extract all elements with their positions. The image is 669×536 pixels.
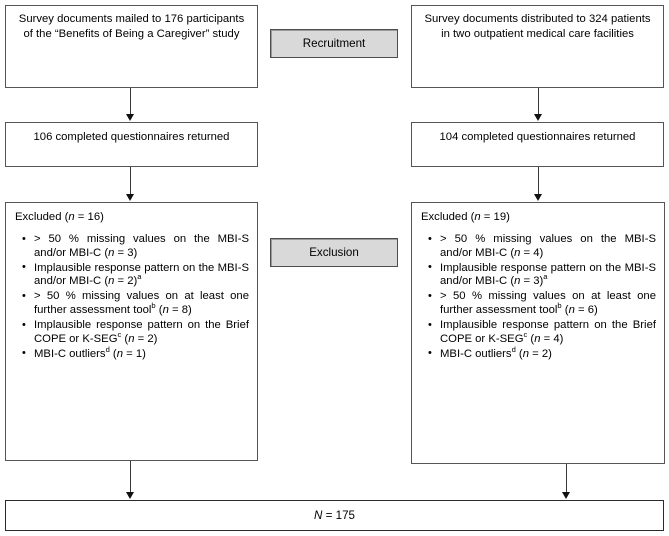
left-exclusion-reason-list: > 50 % missing values on the MBI-S and/o… [14, 232, 249, 362]
right-source-text: Survey documents distributed to 324 pati… [424, 13, 651, 40]
left-returned-text: 106 completed questionnaires returned [33, 131, 230, 143]
right-arrowhead-3 [562, 492, 570, 499]
list-item: > 50 % missing values on at least one fu… [428, 290, 656, 317]
left-excluded-header-n: n [68, 211, 75, 223]
list-item: > 50 % missing values on the MBI-S and/o… [22, 232, 249, 260]
right-excluded-header-prefix: Excluded ( [421, 211, 475, 223]
right-source-box: Survey documents distributed to 324 pati… [411, 5, 664, 88]
final-sample-box: N = 175 [5, 500, 664, 531]
final-sample-value: = 175 [322, 508, 355, 522]
final-sample-text: N = 175 [6, 501, 663, 530]
left-connector-2 [130, 167, 131, 195]
list-item: MBI-C outliersd (n = 2) [428, 346, 656, 362]
list-item: > 50 % missing values on at least one fu… [22, 290, 249, 317]
left-arrowhead-1 [126, 114, 134, 121]
left-arrowhead-3 [126, 492, 134, 499]
stage-label-exclusion-text: Exclusion [309, 245, 359, 259]
right-arrowhead-2 [534, 194, 542, 201]
right-excluded-header: Excluded (n = 19) [412, 203, 664, 224]
left-returned-box: 106 completed questionnaires returned [5, 122, 258, 167]
list-item: Implausible response pattern on the MBI-… [22, 261, 249, 289]
left-excluded-header-prefix: Excluded ( [15, 211, 69, 223]
left-excluded-header-value: = 16) [74, 211, 104, 223]
list-item: MBI-C outliersd (n = 1) [22, 346, 249, 362]
right-excluded-box: Excluded (n = 19) > 50 % missing values … [411, 202, 665, 464]
left-arrowhead-2 [126, 194, 134, 201]
stage-label-exclusion: Exclusion [270, 238, 398, 267]
left-excluded-header: Excluded (n = 16) [6, 203, 257, 224]
right-exclusion-reason-list: > 50 % missing values on the MBI-S and/o… [420, 232, 656, 362]
list-item: Implausible response pattern on the Brie… [428, 319, 656, 346]
right-returned-box: 104 completed questionnaires returned [411, 122, 664, 167]
left-connector-3 [130, 461, 131, 493]
list-item: > 50 % missing values on the MBI-S and/o… [428, 232, 656, 260]
right-returned-text: 104 completed questionnaires returned [439, 131, 636, 143]
right-excluded-header-n: n [474, 211, 481, 223]
list-item: Implausible response pattern on the MBI-… [428, 261, 656, 289]
stage-label-recruitment: Recruitment [270, 29, 398, 58]
left-source-box: Survey documents mailed to 176 participa… [5, 5, 258, 88]
left-source-text: Survey documents mailed to 176 participa… [18, 13, 245, 40]
right-connector-3 [566, 464, 567, 493]
stage-label-recruitment-text: Recruitment [302, 36, 366, 50]
left-connector-1 [130, 88, 131, 115]
list-item: Implausible response pattern on the Brie… [22, 319, 249, 346]
right-connector-2 [538, 167, 539, 195]
final-sample-n: N [314, 508, 323, 522]
right-connector-1 [538, 88, 539, 115]
left-excluded-box: Excluded (n = 16) > 50 % missing values … [5, 202, 258, 461]
right-excluded-header-value: = 19) [480, 211, 510, 223]
right-arrowhead-1 [534, 114, 542, 121]
